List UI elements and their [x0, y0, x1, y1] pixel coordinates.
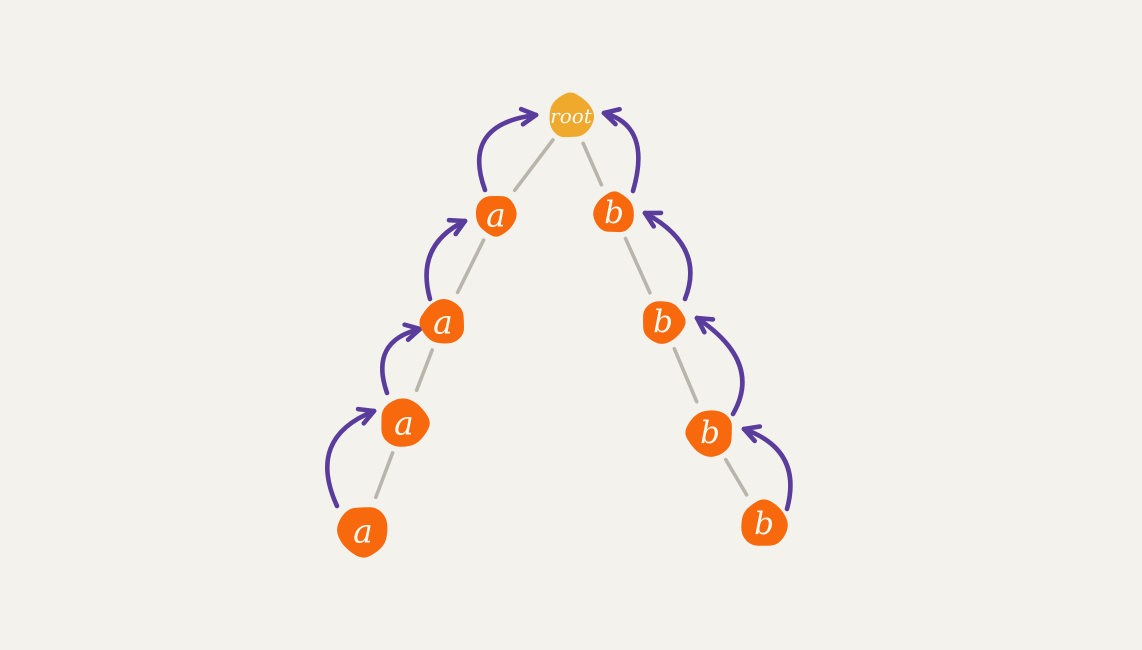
tree-node-b3	[685, 410, 732, 457]
pointer-arrow-b1-to-root	[601, 110, 641, 194]
arrowhead-b4-to-b3	[741, 426, 758, 444]
tree-node-a2	[419, 299, 465, 344]
tree-node-a3	[381, 398, 430, 447]
pointer-arrow-a1-to-root	[476, 112, 539, 193]
tree-node-a4	[337, 507, 388, 558]
tree-edge-root-a1	[512, 138, 555, 193]
pointer-arrow-b3-to-b2	[694, 315, 745, 417]
pointer-arrow-b2-to-b1	[642, 210, 693, 302]
arrowhead-a1-to-root	[518, 106, 539, 118]
tree-node-label-root: root	[550, 104, 593, 128]
arrowhead-b2-to-b1	[642, 210, 657, 229]
arrowhead-a3-to-a2	[402, 322, 423, 332]
pointer-arrow-a4-to-a3	[325, 408, 377, 509]
tree-node-root	[549, 92, 595, 138]
tree-node-label-b2: b	[653, 304, 673, 340]
tree-node-b2	[643, 301, 686, 344]
tree-edge-a2-a3	[414, 348, 435, 393]
tree-node-label-a1: a	[486, 196, 506, 235]
tree-edge-b2-b3	[672, 346, 699, 404]
tree-node-label-a3: a	[394, 404, 414, 443]
tree-edge-b3-b4	[723, 457, 749, 497]
pointer-arrow-a3-to-a2	[380, 326, 423, 396]
tree-node-b1	[593, 191, 634, 233]
tree-node-label-b1: b	[604, 195, 624, 231]
tree-node-label-b4: b	[754, 506, 774, 542]
tree-node-b4	[741, 499, 788, 546]
tree-node-label-a4: a	[353, 512, 373, 551]
arrowhead-a4-to-a3	[355, 406, 377, 414]
tree-node-a1	[475, 196, 517, 237]
arrowhead-b3-to-b2	[694, 315, 707, 335]
tree-node-label-b3: b	[700, 415, 720, 451]
pointer-arrow-a2-to-a1	[424, 218, 468, 302]
tree-node-label-a2: a	[433, 303, 453, 342]
tree-edge-a3-a4	[373, 451, 395, 500]
arrowhead-a2-to-a1	[446, 217, 468, 224]
arrowhead-b1-to-root	[601, 110, 618, 127]
tree-edge-b1-b2	[623, 236, 652, 295]
pointer-arrow-b4-to-b3	[741, 426, 793, 512]
tree-edge-a1-a2	[455, 238, 486, 295]
tree-edge-root-b1	[581, 141, 604, 187]
